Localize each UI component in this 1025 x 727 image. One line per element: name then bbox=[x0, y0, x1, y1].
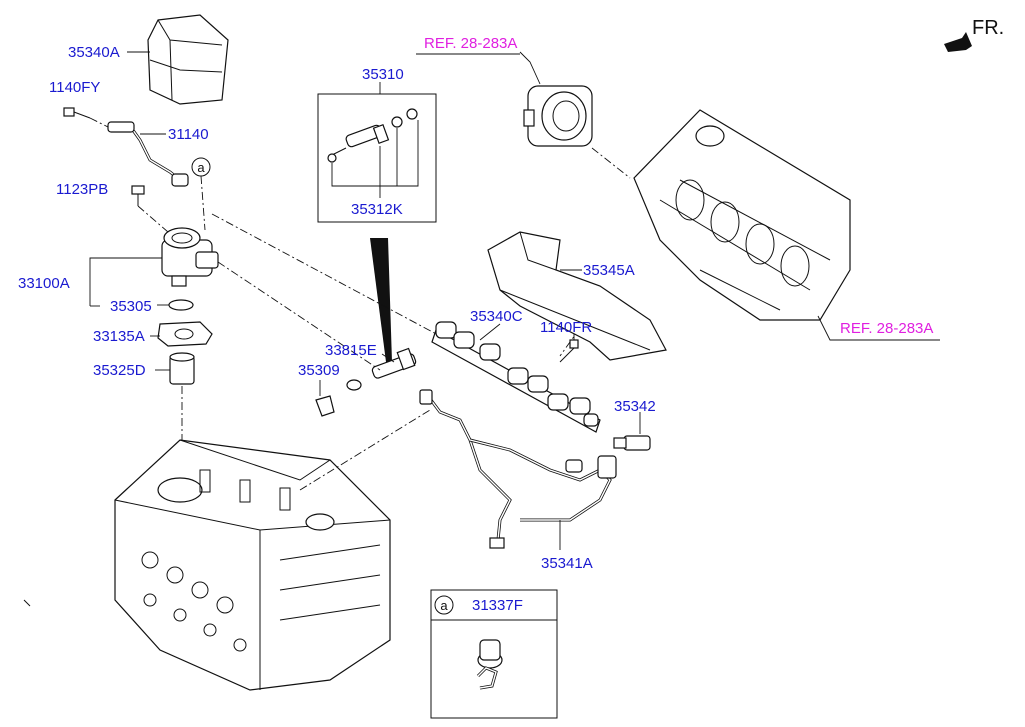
svg-text:a: a bbox=[197, 160, 205, 175]
fuel-pipe-part bbox=[107, 121, 189, 187]
label-35342: 35342 bbox=[614, 398, 656, 415]
o-ring-part bbox=[168, 299, 194, 311]
coupling-31337f-part bbox=[476, 639, 503, 690]
wiring-harness-part bbox=[419, 389, 617, 549]
fuel-rail-part bbox=[431, 321, 601, 433]
label-35341a: 35341A bbox=[541, 555, 593, 572]
reference-label-right: REF. 28-283A bbox=[840, 320, 933, 337]
injector-part bbox=[329, 124, 390, 157]
label-1140fy: 1140FY bbox=[49, 79, 100, 96]
label-35309: 35309 bbox=[298, 362, 340, 379]
injector-kit-box bbox=[317, 93, 437, 223]
label-35340a: 35340A bbox=[68, 44, 120, 61]
label-35345a: 35345A bbox=[583, 262, 635, 279]
pressure-sensor-part bbox=[613, 435, 651, 451]
label-31337f: 31337F bbox=[472, 597, 523, 614]
front-direction-label: FR. bbox=[972, 17, 1004, 39]
gasket-part bbox=[157, 321, 213, 347]
bolt-1123pb-part bbox=[131, 185, 145, 206]
engine-cover-part bbox=[147, 14, 229, 105]
tappet-part bbox=[169, 352, 195, 385]
label-33815e: 33815E bbox=[325, 342, 377, 359]
label-33100a: 33100A bbox=[18, 275, 70, 292]
seal-ring-part bbox=[346, 379, 362, 391]
label-35310: 35310 bbox=[362, 66, 404, 83]
injector-33815e-part bbox=[371, 347, 417, 379]
clip-35309-part bbox=[315, 395, 335, 417]
label-35325d: 35325D bbox=[93, 362, 146, 379]
label-35340c: 35340C bbox=[470, 308, 523, 325]
intake-manifold-part bbox=[633, 109, 851, 321]
label-31140: 31140 bbox=[168, 126, 209, 143]
label-1123pb: 1123PB bbox=[56, 181, 108, 198]
front-arrow-icon bbox=[944, 32, 972, 52]
label-1140fr: 1140FR bbox=[540, 319, 592, 336]
inset-box-a: a bbox=[430, 589, 558, 719]
engine-block-part bbox=[114, 439, 391, 691]
bolt-1140fy-part bbox=[63, 107, 91, 119]
callout-wedge bbox=[370, 238, 392, 362]
heat-shield-part bbox=[487, 231, 667, 361]
reference-label-top: REF. 28-283A bbox=[424, 35, 517, 52]
svg-text:a: a bbox=[440, 598, 448, 613]
throttle-body-part bbox=[523, 85, 593, 147]
callout-a-main: a bbox=[191, 157, 211, 177]
label-33135a: 33135A bbox=[93, 328, 145, 345]
fuel-pump-part bbox=[161, 227, 219, 287]
front-direction-indicator: FR. bbox=[944, 17, 1004, 52]
label-35312k: 35312K bbox=[351, 201, 403, 218]
label-35305: 35305 bbox=[110, 298, 152, 315]
